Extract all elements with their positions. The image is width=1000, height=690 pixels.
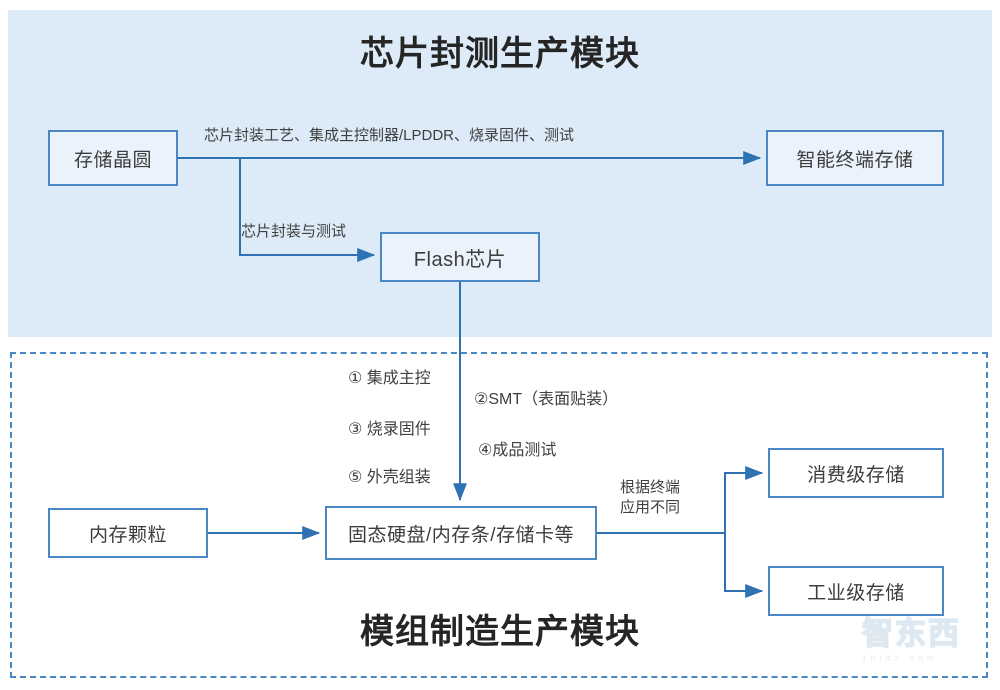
edge-label-step-1: ① 集成主控 — [348, 370, 431, 387]
edge-label-step-3: ③ 烧录固件 — [348, 421, 431, 438]
edge-label-step-5: ⑤ 外壳组装 — [348, 469, 431, 486]
section-title-chip-packaging: 芯片封测生产模块 — [360, 35, 640, 73]
edge-label-branch-line-1: 根据终端 — [620, 479, 681, 496]
edge-label-package-and-test: 芯片封装与测试 — [241, 223, 347, 240]
node-flash-chip[interactable]: Flash芯片 — [380, 232, 540, 282]
node-smart-terminal-storage[interactable]: 智能终端存储 — [766, 130, 944, 186]
node-storage-wafer[interactable]: 存储晶圆 — [48, 130, 178, 186]
node-memory-granule[interactable]: 内存颗粒 — [48, 508, 208, 558]
edge-label-step-4: ④成品测试 — [478, 442, 557, 459]
watermark-text: 智东西 — [861, 616, 961, 651]
node-module-products[interactable]: 固态硬盘/内存条/存储卡等 — [325, 506, 597, 560]
watermark-domain: zhidx.com — [862, 653, 939, 663]
edge-label-branch-condition: 根据终端 应用不同 — [620, 478, 680, 519]
node-consumer-storage[interactable]: 消费级存储 — [768, 448, 944, 498]
node-industrial-storage[interactable]: 工业级存储 — [768, 566, 944, 616]
watermark-logo: 智东西 zhidx.com — [861, 616, 988, 680]
edge-label-branch-line-2: 应用不同 — [620, 499, 681, 517]
section-title-module-manufacturing: 模组制造生产模块 — [360, 613, 640, 651]
edge-label-top-process: 芯片封装工艺、集成主控制器/LPDDR、烧录固件、测试 — [204, 127, 575, 144]
edge-label-step-2: ②SMT（表面贴装） — [474, 391, 619, 408]
